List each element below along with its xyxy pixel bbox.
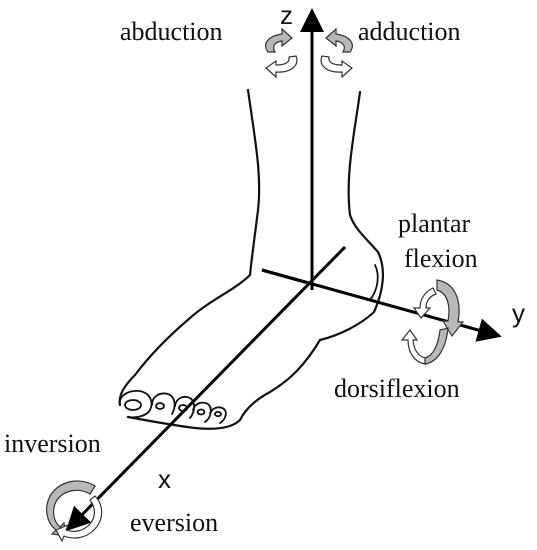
- plantar-flexion-rotation-icon: [412, 279, 465, 338]
- plantar-label: plantar: [398, 209, 471, 238]
- eversion-label: eversion: [130, 508, 218, 537]
- inversion-label: inversion: [4, 429, 101, 458]
- flexion-label: flexion: [404, 244, 478, 273]
- y-axis-back: [261, 268, 313, 286]
- x-axis-label: x: [158, 464, 171, 494]
- z-axis-label: z: [280, 0, 293, 30]
- dorsiflexion-label: dorsiflexion: [334, 374, 460, 403]
- abduction-label: abduction: [120, 17, 223, 46]
- dorsiflexion-rotation-icon: [400, 327, 449, 365]
- eversion-rotation-icon: [55, 495, 103, 543]
- y-axis-label: y: [512, 298, 525, 328]
- adduction-label: adduction: [358, 17, 461, 46]
- adduction-rotation-icon: [320, 27, 353, 79]
- abduction-rotation-icon: [265, 27, 298, 79]
- x-axis: [65, 245, 347, 532]
